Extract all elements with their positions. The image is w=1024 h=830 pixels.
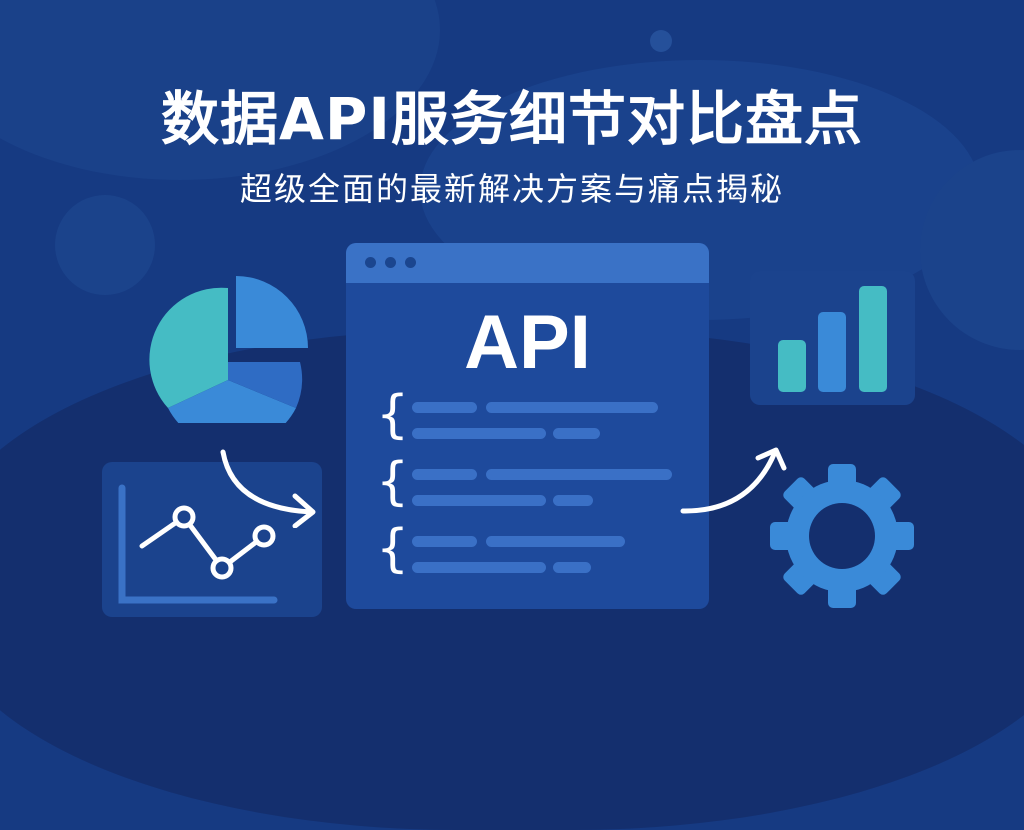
code-line (553, 562, 591, 573)
bg-blob (55, 195, 155, 295)
code-line (412, 562, 546, 573)
brace-icon: { (376, 519, 410, 579)
code-line (486, 536, 625, 547)
brace-icon: { (376, 385, 410, 445)
page-title: 数据API服务细节对比盘点 (161, 85, 863, 153)
window-dot (405, 257, 416, 268)
arrow-icon (680, 447, 787, 514)
code-line (486, 402, 658, 413)
code-line (412, 495, 546, 506)
page-subtitle: 超级全面的最新解决方案与痛点揭秘 (239, 170, 784, 208)
line-chart-card (102, 462, 322, 617)
code-line (412, 428, 546, 439)
window-titlebar (346, 243, 709, 283)
code-line (412, 469, 477, 480)
bg-blob (650, 30, 672, 52)
line-chart-icon (118, 484, 278, 604)
gear-icon (770, 464, 914, 608)
bar-chart-icon (778, 286, 887, 392)
window-dot (365, 257, 376, 268)
code-line (486, 469, 672, 480)
brace-icon: { (376, 452, 410, 512)
api-window: API { { { (346, 243, 709, 609)
bar-chart-card (750, 271, 915, 405)
code-line (553, 495, 593, 506)
api-label: API (464, 300, 591, 385)
code-line (412, 402, 477, 413)
arrow-icon (220, 449, 316, 528)
code-line (412, 536, 477, 547)
code-line (553, 428, 600, 439)
pie-chart-icon (149, 276, 308, 423)
window-dot (385, 257, 396, 268)
